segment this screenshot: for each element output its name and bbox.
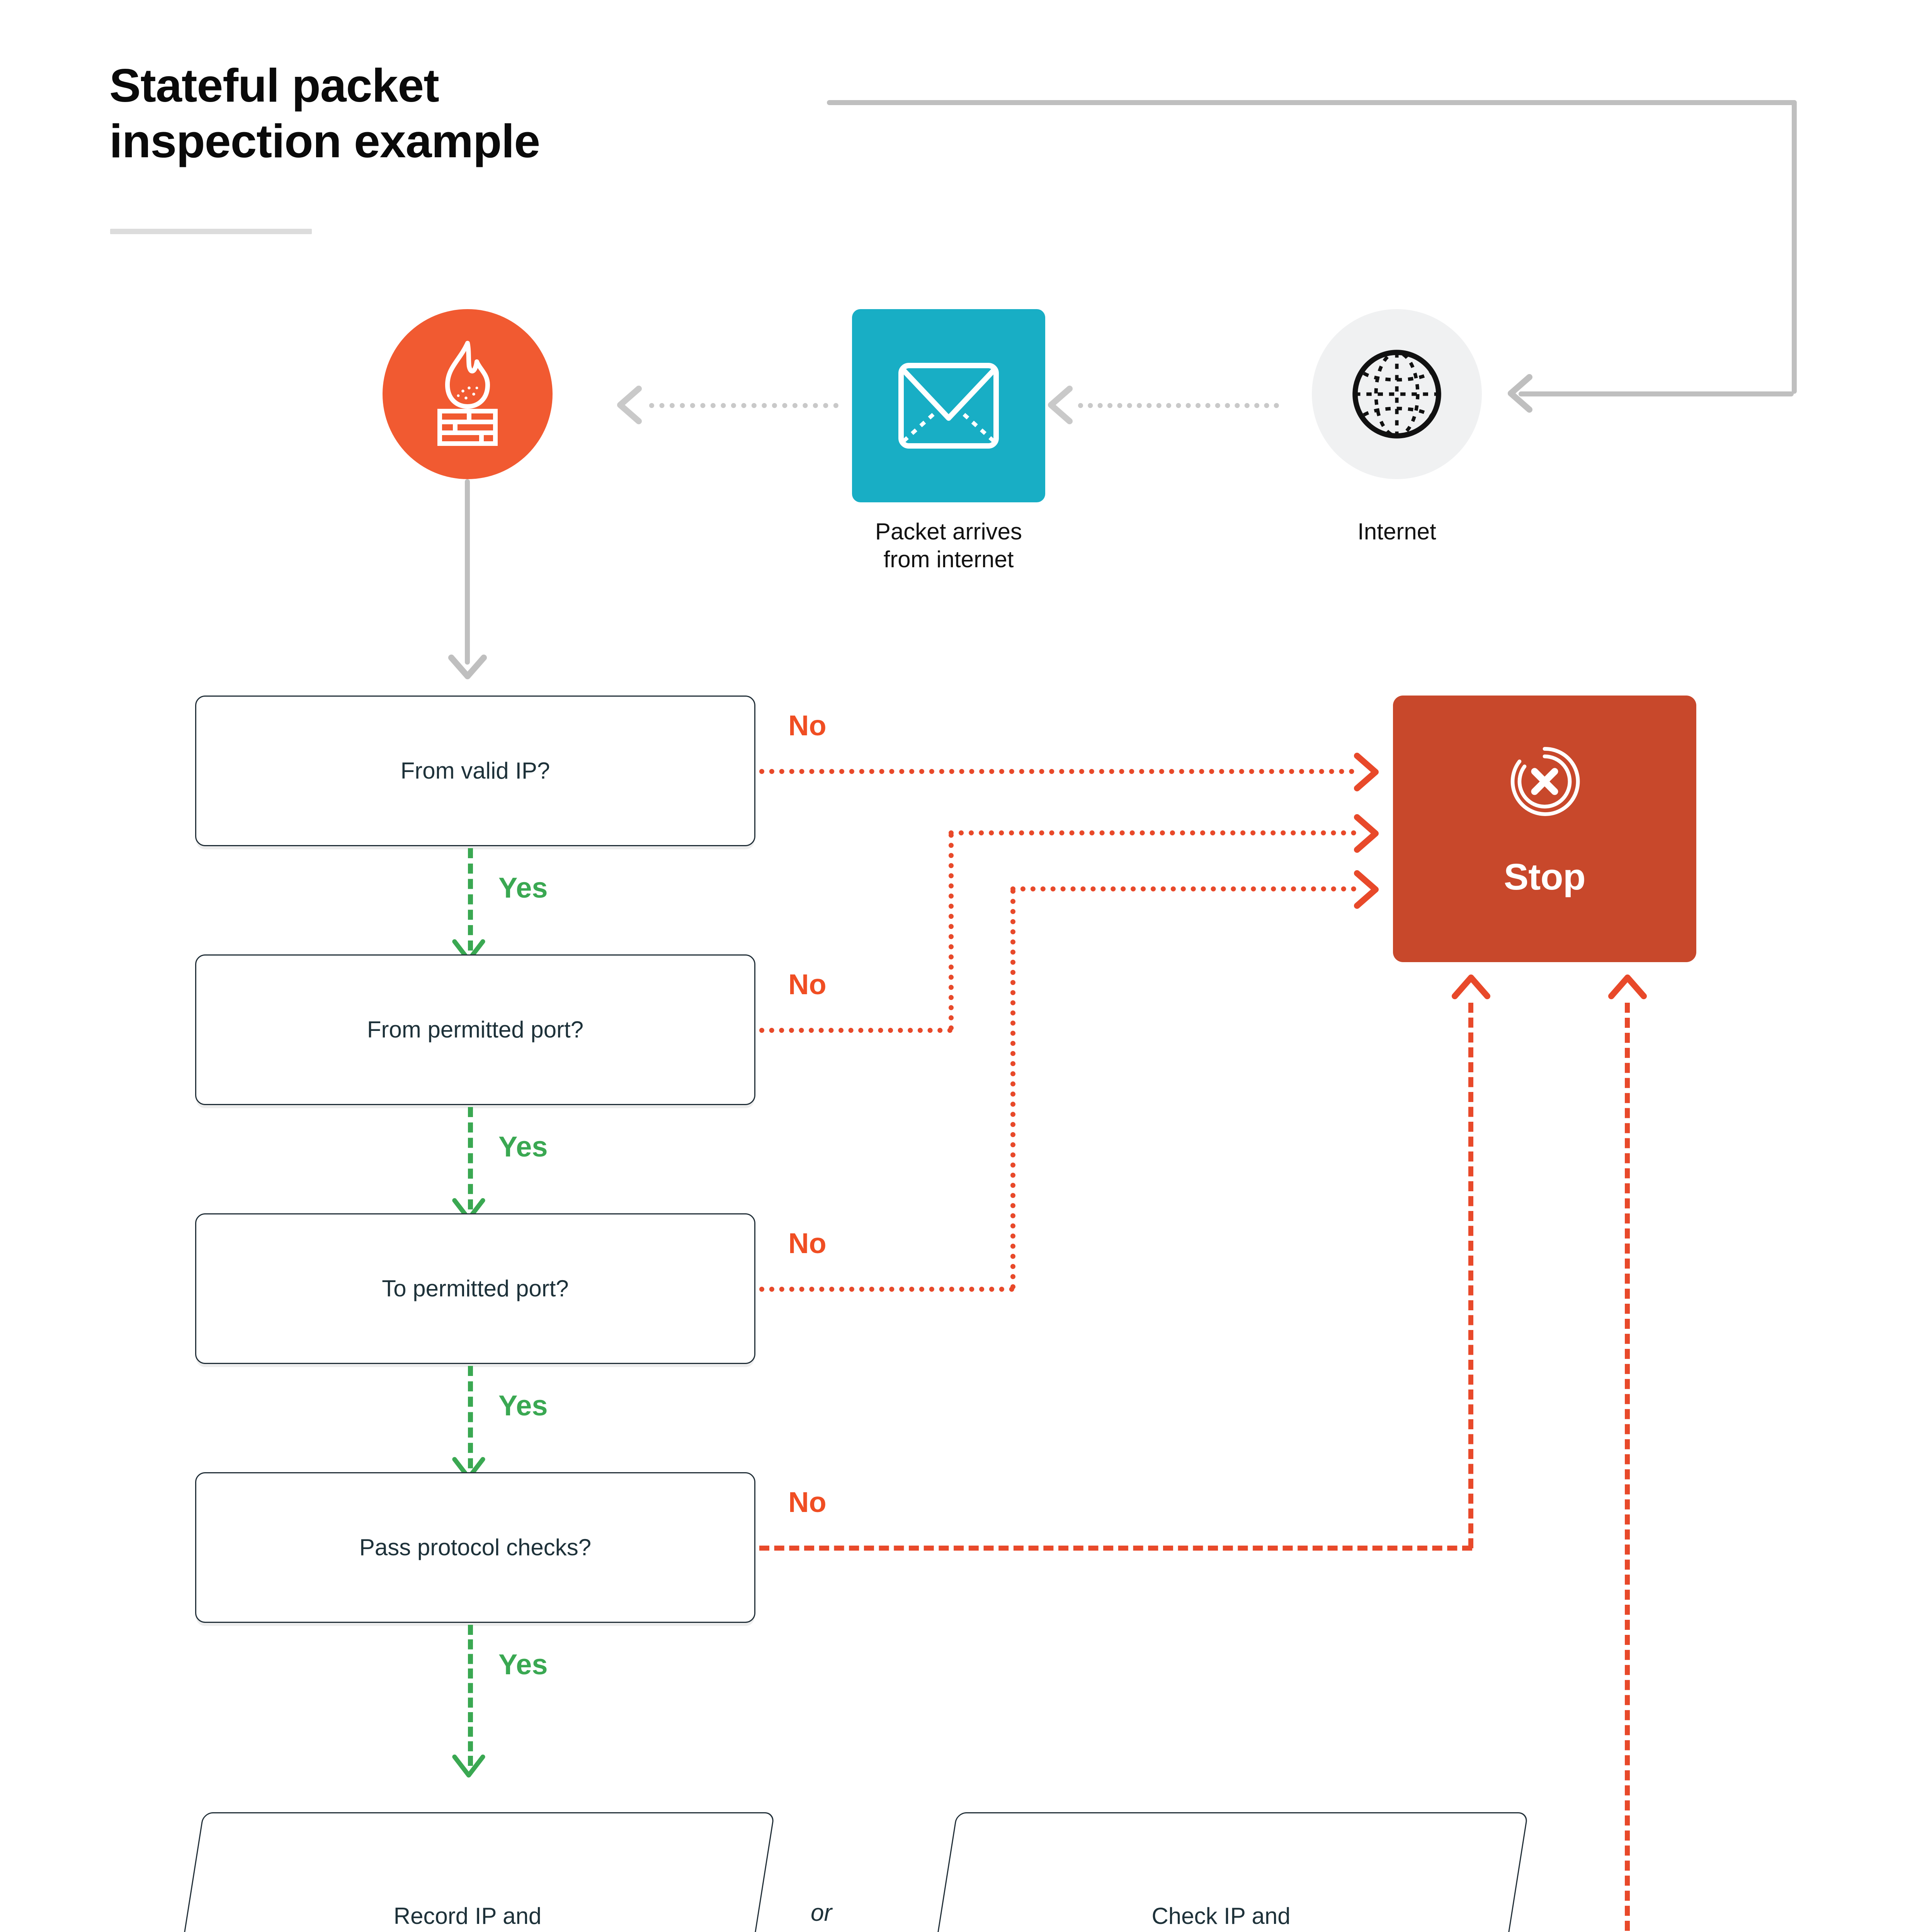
no-path-match-v bbox=[1625, 1003, 1630, 1932]
no-path-2-arrowhead-icon bbox=[1354, 814, 1379, 853]
page-title-line-2: inspection example bbox=[109, 114, 540, 167]
node-from-valid-ip-label: From valid IP? bbox=[400, 757, 550, 784]
yes-path-from-valid-ip bbox=[468, 848, 473, 951]
or-label: or bbox=[811, 1900, 832, 1926]
firewall-badge bbox=[383, 309, 553, 479]
return-path-arrowhead-icon bbox=[1508, 374, 1532, 413]
return-path-bottom-segment bbox=[1519, 391, 1794, 396]
internet-badge bbox=[1312, 309, 1482, 479]
envelope-icon bbox=[898, 363, 999, 449]
internet-to-packet-connector bbox=[1078, 403, 1279, 408]
yes-path-to-permitted-port bbox=[468, 1366, 473, 1468]
no-path-pass-protocol-v bbox=[1468, 1003, 1473, 1548]
no-label-3: No bbox=[788, 1227, 827, 1259]
firewall-to-decision-connector bbox=[465, 479, 470, 665]
node-record-ip[interactable] bbox=[160, 1812, 775, 1932]
return-path-right-segment bbox=[1792, 100, 1797, 394]
yes-label-3: Yes bbox=[498, 1389, 548, 1422]
circle-x-icon bbox=[1510, 747, 1580, 816]
packet-to-firewall-connector bbox=[649, 403, 838, 408]
no-path-pass-protocol-h bbox=[759, 1546, 1472, 1551]
stop-label: Stop bbox=[1503, 856, 1586, 898]
no-path-from-valid-ip bbox=[759, 769, 1354, 774]
no-path-from-permitted-port-h2 bbox=[949, 830, 1356, 835]
yes-label-1: Yes bbox=[498, 872, 548, 904]
internet-caption: Internet bbox=[1357, 519, 1436, 544]
page-title: Stateful packet inspection example bbox=[109, 58, 844, 169]
packet-arrives-caption: Packet arrives from internet bbox=[736, 518, 1161, 573]
firewall-to-decision-arrowhead-icon bbox=[448, 655, 487, 679]
no-path-to-permitted-port-h1 bbox=[759, 1287, 1014, 1292]
no-path-from-permitted-port-h1 bbox=[759, 1028, 952, 1033]
no-path-5-arrowhead-icon bbox=[1608, 975, 1647, 999]
packet-to-firewall-arrowhead-icon bbox=[617, 386, 642, 424]
node-check-ip[interactable] bbox=[913, 1812, 1529, 1932]
internet-to-packet-arrowhead-icon bbox=[1048, 386, 1073, 424]
no-path-to-permitted-port-h2 bbox=[1010, 886, 1356, 891]
globe-icon bbox=[1352, 350, 1441, 439]
packet-arrives-tile bbox=[852, 309, 1045, 502]
node-from-permitted-port-label: From permitted port? bbox=[367, 1016, 584, 1043]
node-to-permitted-port-label: To permitted port? bbox=[382, 1275, 569, 1301]
no-path-1-arrowhead-icon bbox=[1354, 753, 1379, 791]
firewall-flame-brick-icon bbox=[437, 341, 498, 446]
yes-path-pass-protocol bbox=[468, 1625, 473, 1766]
no-label-4: No bbox=[788, 1486, 827, 1518]
node-from-permitted-port[interactable]: From permitted port? bbox=[195, 954, 755, 1105]
node-pass-protocol-checks[interactable]: Pass protocol checks? bbox=[195, 1472, 755, 1623]
stop-block bbox=[1393, 696, 1696, 962]
no-label-2: No bbox=[788, 968, 827, 1000]
no-label-1: No bbox=[788, 709, 827, 742]
yes-label-4: Yes bbox=[498, 1648, 548, 1680]
packet-arrives-caption-line-1: Packet arrives bbox=[875, 519, 1022, 544]
yes-path-4-arrowhead-icon bbox=[452, 1754, 485, 1778]
yes-label-2: Yes bbox=[498, 1131, 548, 1163]
no-path-4-arrowhead-icon bbox=[1452, 975, 1490, 999]
node-pass-protocol-checks-label: Pass protocol checks? bbox=[359, 1534, 592, 1560]
return-path-top-segment bbox=[827, 100, 1797, 105]
no-path-to-permitted-port-v bbox=[1010, 889, 1015, 1289]
title-underline-rule bbox=[110, 229, 312, 234]
node-from-valid-ip[interactable]: From valid IP? bbox=[195, 696, 755, 846]
node-to-permitted-port[interactable]: To permitted port? bbox=[195, 1213, 755, 1364]
no-path-3-arrowhead-icon bbox=[1354, 870, 1379, 909]
no-path-from-permitted-port-v bbox=[949, 833, 954, 1031]
yes-path-from-permitted-port bbox=[468, 1107, 473, 1209]
packet-arrives-caption-line-2: from internet bbox=[883, 546, 1014, 572]
page-title-line-1: Stateful packet bbox=[109, 59, 439, 112]
